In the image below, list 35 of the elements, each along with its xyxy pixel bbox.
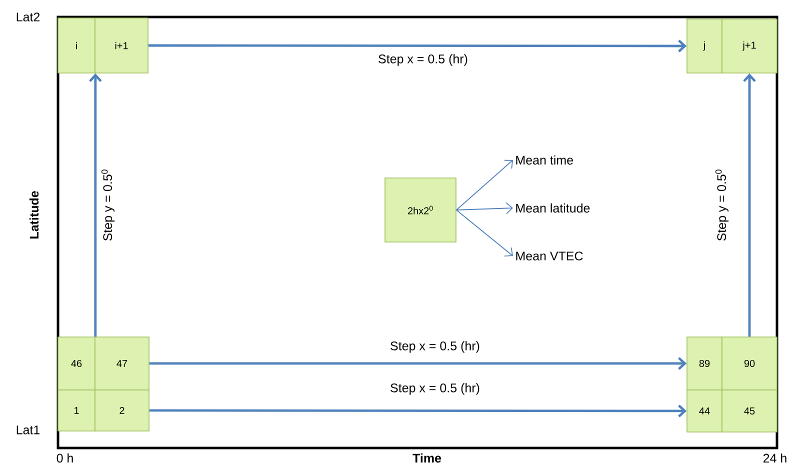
output-label: Mean latitude [516, 203, 590, 213]
output-label: Mean VTEC [516, 252, 583, 260]
edge-label: Step y = 0.5$^{0}$ [100, 168, 116, 242]
grid-cell: 89 [686, 336, 722, 390]
grid-cell: j+1 [722, 18, 778, 74]
grid-cell: 2hx2$^{0}$ [384, 178, 456, 242]
grid-cell: 46 [58, 336, 96, 390]
grid-cell: 47 [94, 336, 150, 390]
arrow [89, 73, 102, 337]
arrow [456, 202, 513, 214]
arrow [743, 73, 756, 337]
grid-cell: 45 [722, 390, 778, 432]
axis-label: Lat2 [16, 12, 40, 22]
grid-cell: 44 [686, 390, 722, 432]
arrow [149, 404, 687, 418]
grid-cell: 2 [94, 390, 150, 432]
edge-label: Step y = 0.5$^{0}$ [714, 168, 730, 242]
axis-label: 0 h [56, 453, 73, 463]
arrow [149, 357, 687, 370]
arrow [148, 40, 687, 52]
edge-label: Step x = 0.5 (hr) [377, 53, 469, 67]
grid-cell: i [58, 18, 96, 74]
grid-cell: 90 [722, 336, 778, 390]
grid-cell: j [686, 18, 722, 74]
grid-cell: i+1 [94, 18, 148, 74]
arrow [456, 210, 513, 256]
edge-label: Step x = 0.5 (hr) [389, 340, 481, 354]
output-label: Mean time [516, 155, 573, 165]
arrow [456, 160, 513, 210]
axis-label: Latitude [29, 191, 39, 238]
axis-label: Time [412, 453, 442, 463]
edge-label: Step x = 0.5 (hr) [389, 382, 481, 396]
axis-label: 24 h [763, 453, 786, 463]
axis-label: Lat1 [16, 426, 40, 434]
grid-cell: 1 [58, 390, 96, 432]
